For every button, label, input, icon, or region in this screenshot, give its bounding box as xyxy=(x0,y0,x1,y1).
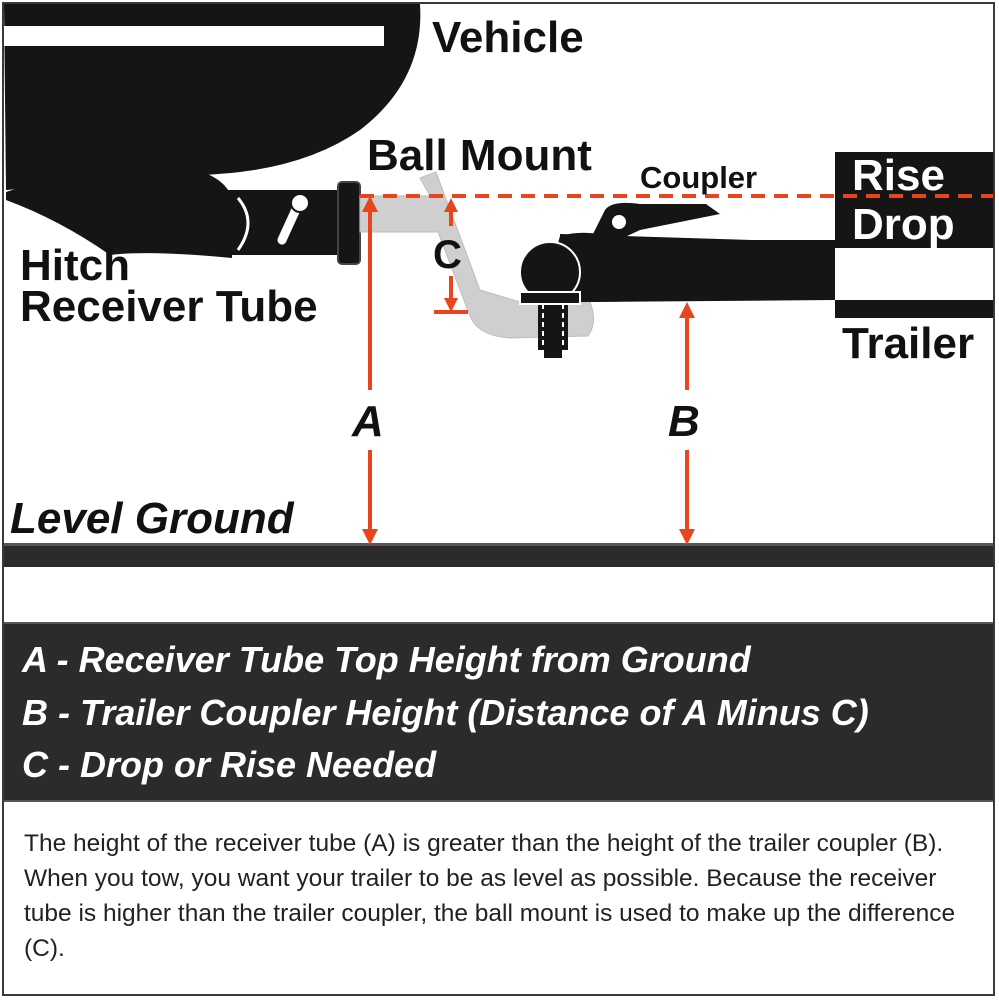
dimension-b-label: B xyxy=(668,397,700,446)
hitch-diagram-illustration xyxy=(4,4,995,567)
receiver-outline xyxy=(236,197,250,251)
vehicle-body-shape xyxy=(4,4,421,190)
level-ground-bar-top xyxy=(4,543,995,546)
description-paragraph: The height of the receiver tube (A) is g… xyxy=(24,830,956,962)
dimension-c-arrow xyxy=(434,198,468,314)
ball-nut xyxy=(544,346,562,358)
drop-label: Drop xyxy=(852,200,955,249)
trailer-frame-lower xyxy=(835,300,995,318)
level-ground-label: Level Ground xyxy=(10,494,294,543)
trailer-label: Trailer xyxy=(842,319,975,368)
legend-item-b: B - Trailer Coupler Height (Distance of … xyxy=(22,692,869,733)
hitch-label: Hitch xyxy=(20,241,130,290)
hitch-frame-rail xyxy=(6,166,232,258)
vehicle-bumper-stripe xyxy=(4,26,384,46)
receiver-tube xyxy=(215,190,355,255)
dimension-b-arrow xyxy=(679,302,695,545)
receiver-tube-label: Receiver Tube xyxy=(20,282,318,331)
hitch-pin-head xyxy=(290,193,310,213)
legend-item-a: A - Receiver Tube Top Height from Ground xyxy=(22,639,751,680)
ball-mount-label: Ball Mount xyxy=(367,131,592,180)
dimension-c-label: C xyxy=(433,233,462,277)
rise-label: Rise xyxy=(852,151,945,200)
trailer-frame-block xyxy=(835,152,995,248)
level-ground-bar xyxy=(4,545,995,567)
coupler-housing xyxy=(548,232,752,302)
vehicle-label: Vehicle xyxy=(432,13,584,62)
hitch-ball-collar xyxy=(519,291,581,305)
coupler-label: Coupler xyxy=(640,160,758,195)
coupler-latch-pin xyxy=(612,215,626,229)
legend-item-c: C - Drop or Rise Needed xyxy=(22,744,437,785)
dimension-a-label: A xyxy=(352,397,384,446)
ball-shank-dashes xyxy=(542,304,564,346)
legend-panel: A - Receiver Tube Top Height from Ground… xyxy=(4,622,995,802)
coupler-latch xyxy=(590,202,720,244)
receiver-tube-collar xyxy=(337,181,361,265)
dimension-a-arrow xyxy=(362,196,378,545)
